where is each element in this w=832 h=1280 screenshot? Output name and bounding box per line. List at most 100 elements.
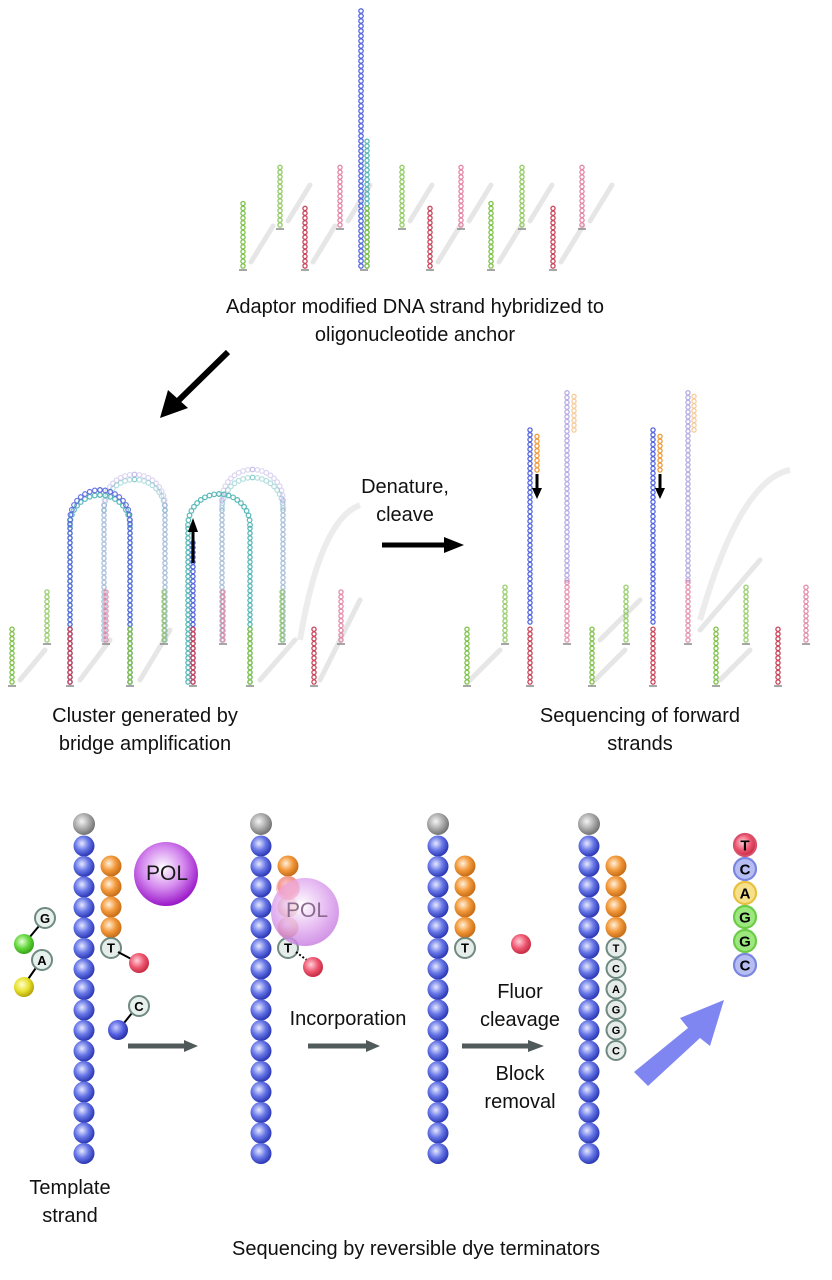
bridge-base — [247, 626, 253, 685]
incorporated-base — [605, 999, 627, 1020]
read-base-letter: C — [740, 862, 751, 879]
extension-arrowhead — [532, 488, 542, 499]
sequencing-primer — [657, 433, 663, 473]
sequencing-primer-faded — [691, 393, 697, 433]
incorporation-label: Incorporation — [289, 1008, 407, 1030]
template-bead — [427, 979, 449, 1000]
template-bead — [250, 1102, 272, 1123]
forward-strand-faded — [564, 390, 570, 583]
bridge-base — [103, 589, 109, 643]
incorporated-base — [454, 937, 476, 959]
process-arrow-3 — [462, 1040, 544, 1052]
template-strand-long — [358, 8, 364, 269]
template-bead — [578, 917, 600, 939]
anchor-oligo — [302, 205, 308, 269]
bridge-arc — [131, 476, 168, 513]
unbound-primer — [592, 647, 628, 683]
template-bead — [250, 856, 272, 877]
template-bead — [250, 999, 272, 1021]
base-letter: T — [284, 941, 292, 956]
forward-label-line2: strands — [607, 733, 673, 755]
sequencing-primer — [534, 433, 540, 473]
template-bead — [250, 917, 272, 939]
primer-bead — [454, 896, 476, 918]
unbound-primer — [697, 557, 763, 633]
unbound-primer — [466, 182, 494, 224]
unbound-primer — [77, 637, 113, 683]
unbound-primer — [248, 223, 276, 265]
unbound-primer — [597, 597, 643, 643]
unbound-primer — [310, 223, 338, 265]
anchor-oligo — [240, 200, 246, 269]
bridge-base — [127, 626, 133, 685]
unbound-primer — [257, 637, 298, 683]
template-bead — [73, 1020, 95, 1041]
forward-strand-field — [297, 390, 810, 687]
anchor-oligo — [399, 164, 405, 228]
template-cap — [427, 813, 449, 835]
fluor-label-line2: cleavage — [479, 1009, 561, 1031]
incorporated-base — [605, 958, 627, 979]
forward-strand-base — [650, 626, 656, 685]
adaptor-label-line2: oligonucleotide anchor — [314, 324, 516, 346]
hybridized-anchor — [364, 205, 370, 269]
template-bead — [73, 876, 95, 898]
unbound-primer — [285, 182, 313, 224]
incorporated-base — [605, 978, 627, 1000]
unbound-primer — [467, 647, 503, 683]
bridge-arc — [185, 491, 222, 528]
template-bead — [250, 1020, 272, 1041]
process-arrow-2 — [308, 1040, 380, 1052]
template-bead — [73, 1040, 95, 1062]
template-bead — [578, 1122, 600, 1144]
anchor-oligo — [579, 164, 585, 228]
bridge-base — [190, 626, 196, 685]
template-bead — [250, 979, 272, 1000]
unbound-primer — [527, 182, 555, 224]
bridge-arc — [216, 491, 253, 528]
unbound-primer — [435, 223, 463, 265]
template-bead — [427, 897, 449, 918]
template-bead — [73, 1122, 95, 1144]
unbound-primer — [496, 223, 524, 265]
template-bead — [73, 1061, 95, 1082]
template-bead — [73, 938, 95, 959]
anchor-oligo — [337, 164, 343, 228]
bridge-leg — [101, 502, 107, 643]
template-bead — [427, 1020, 449, 1041]
template-bead — [250, 1122, 272, 1144]
anchor-oligo — [9, 626, 15, 685]
anchor-oligo — [623, 584, 629, 643]
template-bead — [578, 1081, 600, 1103]
template-bead — [427, 1102, 449, 1123]
template-bead — [427, 1143, 449, 1164]
read-base-letter: C — [740, 958, 751, 975]
template-bead — [427, 999, 449, 1021]
arrow-to-cluster — [160, 349, 231, 418]
anchor-field-top — [239, 164, 615, 271]
template-bead — [73, 1081, 95, 1103]
unbound-primer — [717, 647, 753, 683]
unbound-primer — [407, 182, 435, 224]
primer-bead — [100, 896, 122, 918]
template-bead — [250, 876, 272, 898]
base-letter: C — [612, 963, 620, 975]
faint-strand — [297, 502, 362, 641]
faint-strand — [697, 467, 791, 621]
forward-strand-base — [527, 626, 533, 685]
bridge-arc — [97, 487, 133, 523]
primer-bead — [454, 876, 476, 897]
sequencing-primer-faded — [571, 393, 577, 433]
incoming-nucleotide-c: C — [108, 995, 150, 1040]
bridge-leg — [101, 507, 107, 643]
template-bead — [578, 835, 600, 857]
template-bead — [578, 1020, 600, 1041]
primer-bead — [100, 876, 122, 897]
template-cap — [250, 813, 272, 835]
forward-strand-faded — [685, 390, 691, 583]
base-letter: T — [461, 941, 469, 956]
unbound-primer — [587, 182, 615, 224]
figure-footer: Sequencing by reversible dye terminators — [232, 1238, 600, 1260]
template-bead — [250, 1143, 272, 1164]
